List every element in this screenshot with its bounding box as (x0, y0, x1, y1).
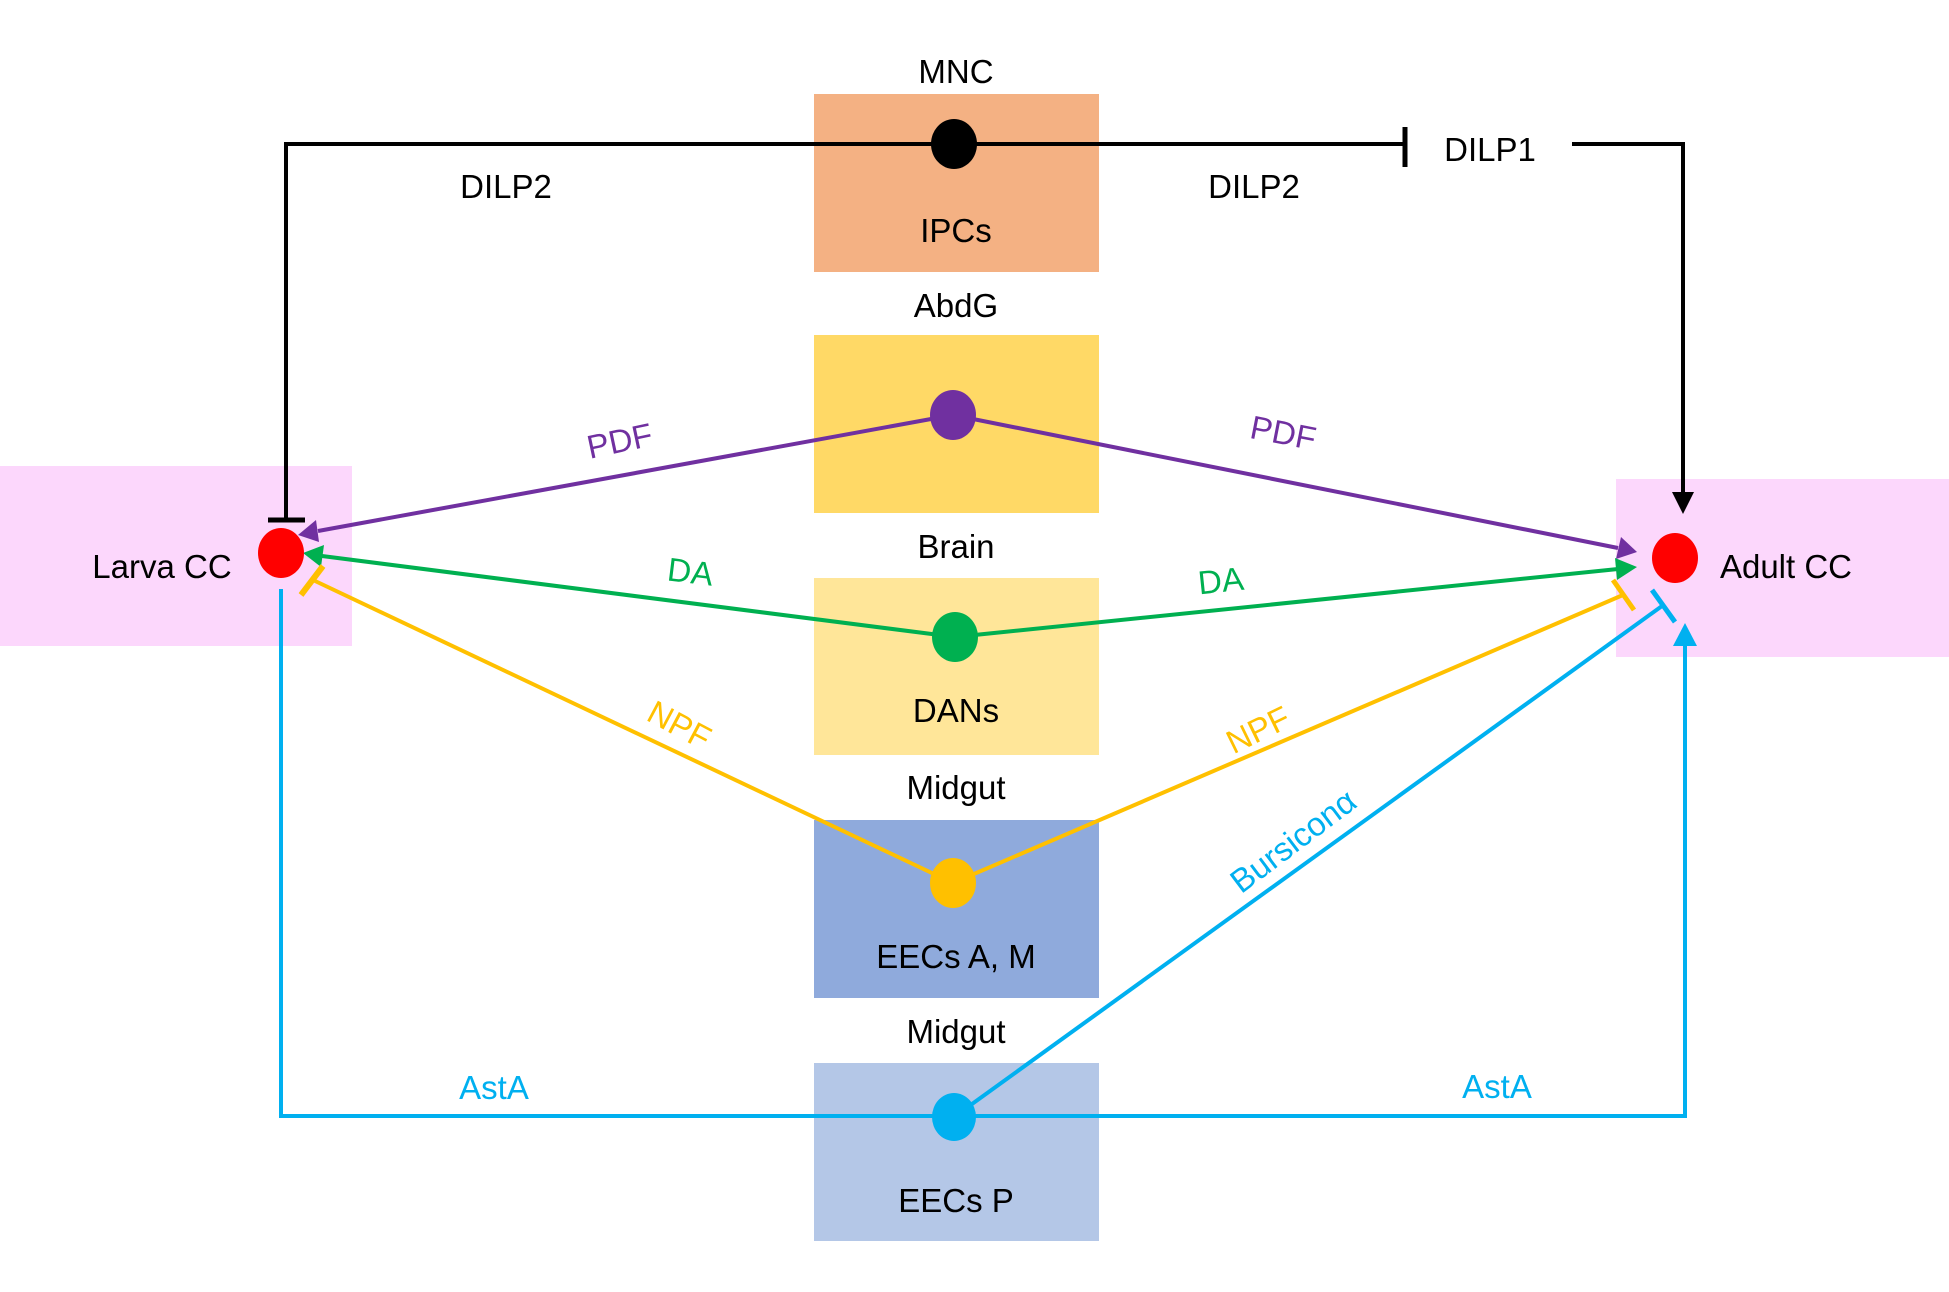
arrow-head (1615, 558, 1637, 580)
asta-adult-edge (954, 623, 1697, 1118)
brain-label: Brain (917, 528, 994, 565)
arrow-head (1673, 623, 1697, 646)
dilp2-left-label: DILP2 (460, 168, 552, 205)
arrow-head (298, 520, 319, 542)
da-left-label: DA (665, 550, 715, 592)
adult-cc-node (1652, 533, 1698, 583)
abdg-node (930, 390, 976, 440)
dilp2-right-label: DILP2 (1208, 168, 1300, 205)
bursicon-label: Bursiconα (1223, 782, 1363, 900)
pdf-larva-edge (298, 413, 954, 542)
pdf-left-label: PDF (583, 416, 655, 466)
inhibit-bar (298, 564, 326, 597)
pdf-right-label: PDF (1247, 408, 1319, 457)
dilp2-larva-edge (268, 142, 954, 523)
pdf-adult-edge (952, 413, 1637, 559)
da-adult-edge (954, 558, 1637, 639)
dans-label: DANs (913, 692, 999, 729)
arrow-head (303, 545, 324, 567)
dans-node (932, 612, 978, 662)
adult-cc-label: Adult CC (1720, 548, 1852, 585)
ipcs-label: IPCs (920, 212, 992, 249)
ipcs-node (931, 119, 977, 169)
npf-left-label: NPF (642, 693, 718, 757)
bursicon-adult-edge (952, 588, 1678, 1119)
eecs-p-node (932, 1093, 976, 1141)
asta-left-label: AstA (459, 1069, 529, 1106)
arrow-head (1616, 537, 1637, 559)
asta-larva-edge (279, 589, 954, 1118)
midgut-p-label: Midgut (906, 1013, 1005, 1050)
inhibit-bar (1649, 588, 1678, 624)
da-right-label: DA (1196, 560, 1245, 602)
eecs-p-box (814, 1063, 1099, 1241)
midgut-am-label: Midgut (906, 769, 1005, 806)
larva-cc-node (258, 528, 304, 578)
eecs-am-label: EECs A, M (876, 938, 1036, 975)
eecs-am-box (814, 820, 1099, 998)
arrow-head (1672, 492, 1694, 514)
abdg-label: AbdG (914, 287, 998, 324)
inhibit-bar (1610, 578, 1637, 612)
dilp1-label: DILP1 (1444, 131, 1536, 168)
da-larva-edge (303, 545, 956, 639)
asta-right-label: AstA (1462, 1068, 1532, 1105)
eecs-p-label: EECs P (898, 1182, 1014, 1219)
larva-cc-label: Larva CC (92, 548, 231, 585)
dilp1-adult-edge (1572, 142, 1694, 514)
eecs-am-node (930, 858, 976, 908)
dilp2-dilp1-edge (954, 127, 1408, 167)
npf-adult-edge (952, 578, 1637, 885)
dans-box (814, 578, 1099, 755)
npf-larva-edge (298, 564, 954, 885)
mnc-label: MNC (918, 53, 993, 90)
